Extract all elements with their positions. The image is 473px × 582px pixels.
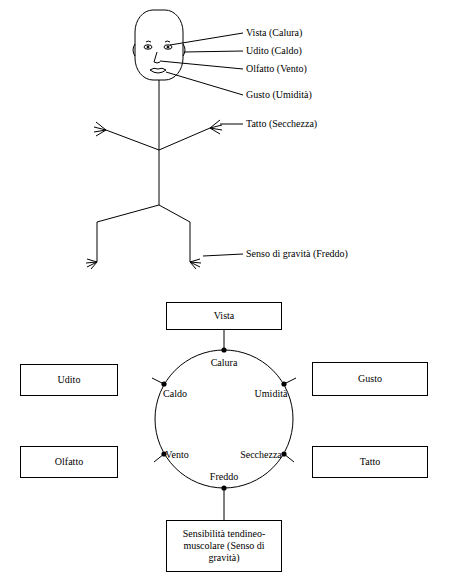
leader-line [203, 254, 243, 256]
mouth [150, 68, 166, 73]
element-label: Umidità [255, 388, 288, 400]
arm [106, 128, 210, 150]
element-label: Freddo [210, 471, 238, 483]
eye [144, 45, 152, 49]
eye [164, 45, 172, 49]
hand [94, 122, 106, 136]
pupil [147, 46, 149, 48]
junction-dot [161, 381, 166, 386]
box-label: Gusto [358, 373, 382, 385]
foot [86, 259, 97, 269]
body-line [159, 80, 160, 205]
sense-box: Sensibilità tendineo-muscolare (Senso di… [166, 520, 282, 572]
eyebrow [146, 41, 170, 42]
junction-dot [281, 451, 286, 456]
box-label: Sensibilità tendineo-muscolare (Senso di… [171, 528, 277, 564]
ear [183, 44, 185, 56]
sense-box: Gusto [312, 362, 428, 396]
sense-box: Udito [20, 364, 118, 396]
nose [154, 52, 160, 63]
junction-dot [281, 381, 286, 386]
element-label: Caldo [163, 388, 187, 400]
foot [190, 259, 201, 269]
callout-label: Vista (Calura) [246, 27, 302, 38]
sense-box: Olfatto [20, 446, 118, 478]
callout-label: Tatto (Secchezza) [246, 118, 317, 129]
element-label: Vento [165, 449, 188, 461]
leader-line [220, 124, 243, 125]
leader-line [160, 61, 243, 69]
head-outline [135, 10, 183, 80]
leg [97, 205, 190, 262]
element-circle: CaluraCaldo UmiditàVento SecchezzaFreddo [155, 350, 293, 488]
hand [210, 120, 222, 134]
element-label: Calura [211, 357, 238, 369]
connector-line [224, 330, 225, 350]
box-label: Olfatto [55, 456, 83, 468]
callout-label: Senso di gravità (Freddo) [246, 248, 348, 259]
sense-box: Vista [166, 302, 282, 330]
box-label: Vista [214, 310, 235, 322]
callout-label: Olfatto (Vento) [246, 63, 307, 74]
callout-label: Gusto (Umidità) [246, 89, 312, 100]
leader-line [184, 51, 243, 52]
box-label: Udito [58, 374, 81, 386]
element-label: Secchezza [240, 449, 282, 461]
pupil [167, 46, 169, 48]
ear [133, 44, 135, 56]
callout-label: Udito (Caldo) [246, 45, 302, 56]
leader-line [170, 33, 243, 45]
sense-box: Tatto [312, 446, 428, 478]
circle-outline [155, 350, 293, 488]
connector-line [224, 488, 225, 520]
box-label: Tatto [360, 456, 380, 468]
leader-line [166, 72, 243, 95]
